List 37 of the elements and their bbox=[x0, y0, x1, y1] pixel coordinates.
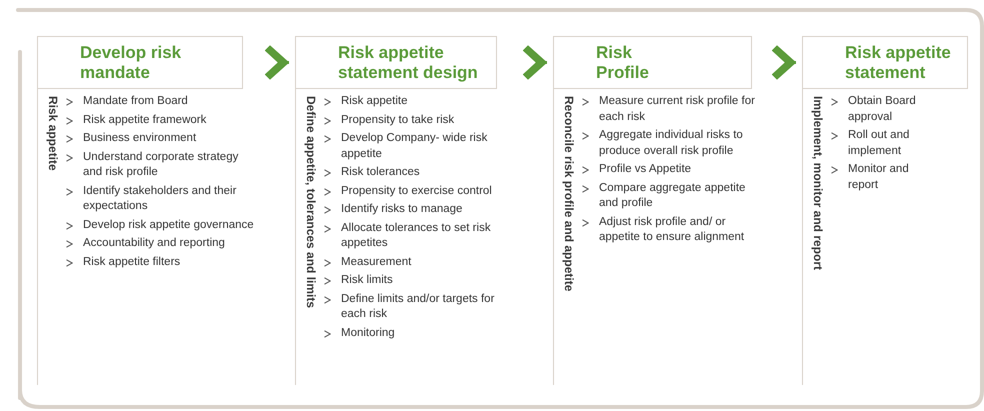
list-item: Business environment bbox=[83, 131, 196, 146]
list-item: Monitor and report bbox=[848, 162, 910, 192]
list-item: Risk appetite filters bbox=[83, 254, 180, 270]
list-item: Identify stakeholders and their expectations bbox=[83, 184, 238, 214]
list-item: Roll out and implement bbox=[848, 128, 910, 158]
list-item: Allocate tolerances to set risk appetites bbox=[341, 220, 492, 251]
list-item: Measurement bbox=[341, 254, 412, 270]
list-item: Profile vs Appetite bbox=[599, 162, 692, 177]
list-item: Compare aggregate appetite and profile bbox=[599, 180, 746, 211]
list-item: Adjust risk profile and/ or appetite to ensure alignment bbox=[599, 214, 746, 245]
list-item: Obtain Board approval bbox=[848, 94, 917, 124]
list-item: Accountability and reporting bbox=[83, 236, 225, 251]
list-item: Measure current risk profile for each risk bbox=[599, 94, 756, 124]
side-label: Implement, monitor and report bbox=[811, 96, 825, 270]
list-item: Risk appetite framework bbox=[83, 112, 206, 128]
list-item: Aggregate individual risks to produce overall risk profile bbox=[599, 128, 744, 158]
list-item: Propensity to exercise control bbox=[341, 184, 492, 198]
list-item: Define limits and/or targets for each risk bbox=[341, 292, 496, 322]
list-item: Risk tolerances bbox=[341, 165, 420, 180]
side-label: Reconcile risk profile and appetite bbox=[562, 96, 576, 292]
side-label: Risk appetite bbox=[46, 96, 60, 171]
list-item: Develop risk appetite governance bbox=[83, 218, 254, 232]
list-item: Risk limits bbox=[341, 273, 393, 288]
stage-title: Risk appetite statement bbox=[845, 42, 952, 82]
side-label: Define appetite, tolerances and limits bbox=[304, 96, 318, 308]
list-item: Mandate from Board bbox=[83, 94, 188, 109]
stage-column bbox=[295, 36, 497, 385]
stage-title: Risk appetite statement design bbox=[338, 42, 479, 82]
stage-column bbox=[802, 36, 968, 385]
list-item: Monitoring bbox=[341, 326, 395, 340]
list-item: Understand corporate strategy and risk profile bbox=[83, 150, 240, 180]
list-item: Propensity to take risk bbox=[341, 112, 454, 128]
list-item: Risk appetite bbox=[341, 94, 408, 109]
list-item: Develop Company- wide risk appetite bbox=[341, 131, 488, 162]
stage-title: Develop risk mandate bbox=[80, 42, 182, 82]
stage-title: Risk Profile bbox=[596, 42, 650, 82]
list-item: Identify risks to manage bbox=[341, 202, 462, 217]
